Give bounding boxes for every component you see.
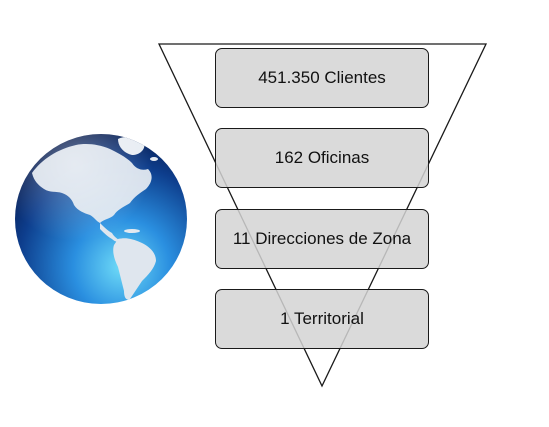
funnel-level-clientes: 451.350 Clientes: [215, 48, 429, 108]
globe-icon: [15, 134, 187, 304]
globe-shine: [15, 134, 187, 304]
funnel-level-label: 11 Direcciones de Zona: [232, 229, 412, 248]
funnel-level-label: 451.350 Clientes: [258, 68, 386, 87]
funnel-level-label: 162 Oficinas: [274, 148, 370, 167]
funnel-level-direcciones-zona: 11 Direcciones de Zona: [215, 209, 429, 269]
funnel-level-territorial: 1 Territorial: [215, 289, 429, 349]
funnel-level-label: 1 Territorial: [280, 309, 364, 328]
funnel-level-oficinas: 162 Oficinas: [215, 128, 429, 188]
